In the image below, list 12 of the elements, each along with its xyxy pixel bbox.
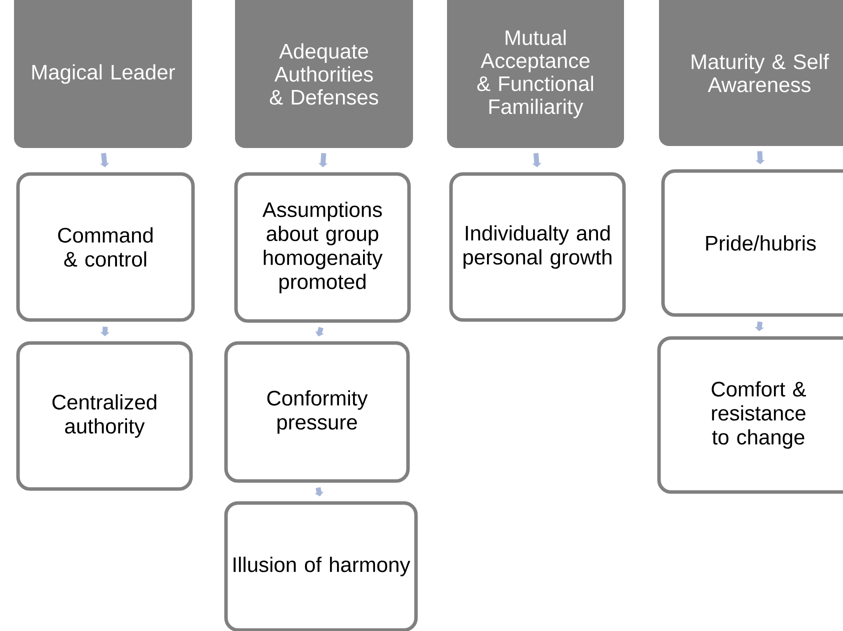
text-box: Comfort & resistance to change <box>657 336 843 494</box>
header-box: Adequate Authorities & Defenses <box>235 0 413 148</box>
text-box: Conformity pressure <box>224 341 410 483</box>
text-box: Pride/hubris <box>661 169 843 317</box>
header-box: Maturity & Self Awareness <box>659 0 843 146</box>
text-box: Illusion of harmony <box>224 501 418 631</box>
text-box: Individualty and personal growth <box>449 172 626 322</box>
text-box: Assumptions about group homogenaity promoted <box>234 172 411 323</box>
header-box: Mutual Acceptance & Functional Familiarity <box>447 0 624 148</box>
text-box: Command & control <box>16 172 195 322</box>
header-box: Magical Leader <box>14 0 192 148</box>
text-box: Centralized authority <box>16 341 193 491</box>
